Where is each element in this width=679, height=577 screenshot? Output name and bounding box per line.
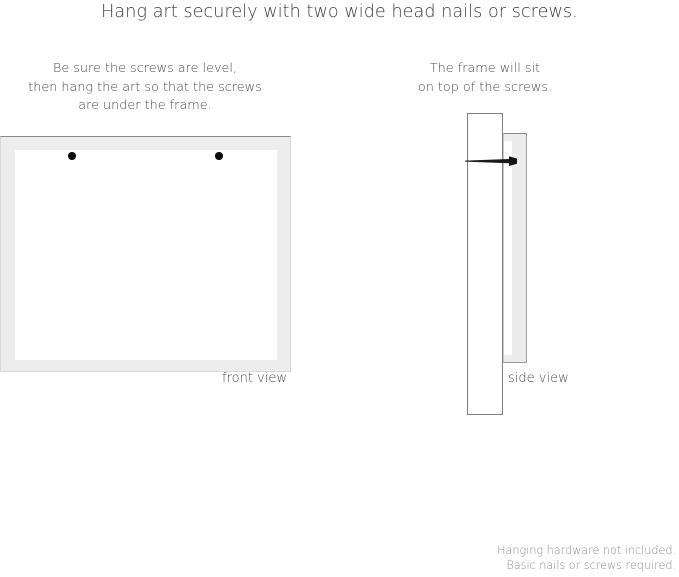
side-view-caption: The frame will sit on top of the screws.: [400, 60, 570, 97]
side-view-caption-line-2: on top of the screws.: [417, 79, 553, 95]
footer-line-1: Hanging hardware not included.: [497, 544, 676, 557]
picture-frame-mat: [15, 150, 277, 360]
frame-profile-inner: [504, 141, 512, 355]
page-title: Hang art securely with two wide head nai…: [101, 2, 578, 22]
right-screw-dot-icon: [215, 152, 223, 160]
front-view-caption-line-1: Be sure the screws are level,: [52, 61, 238, 76]
front-view-caption: Be sure the screws are level, then hang …: [0, 60, 290, 116]
front-view-illustration: [0, 136, 291, 372]
left-screw-dot-icon: [68, 152, 76, 160]
wall-profile: [467, 113, 503, 415]
front-view-caption-line-2: then hang the art so that the screws: [28, 79, 262, 95]
side-view-label: side view: [508, 371, 569, 386]
nail-icon: [465, 154, 523, 168]
side-view-caption-line-1: The frame will sit: [429, 61, 541, 76]
side-view-illustration: [455, 105, 575, 425]
footer-disclaimer: Hanging hardware not included. Basic nai…: [497, 544, 676, 573]
front-view-caption-line-3: are under the frame.: [78, 98, 212, 113]
front-view-label: front view: [222, 371, 287, 386]
footer-line-2: Basic nails or screws required.: [506, 558, 676, 572]
